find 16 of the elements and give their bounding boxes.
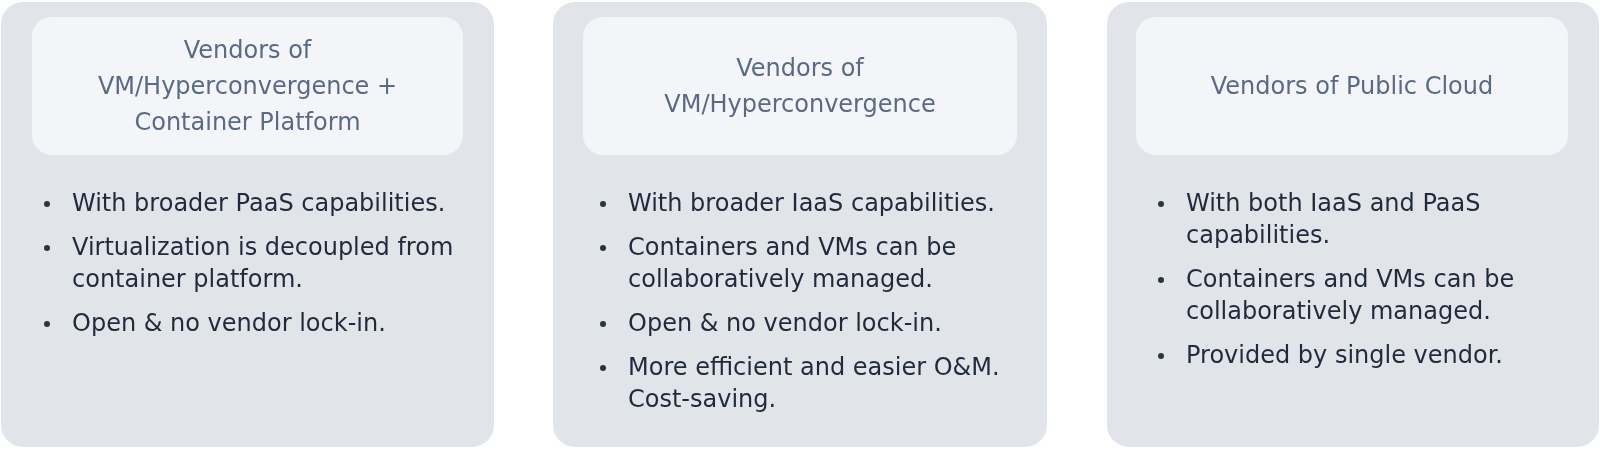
- card-heading: Vendors of VM/Hyperconvergence: [663, 53, 937, 120]
- card-heading: Vendors of Public Cloud: [1210, 71, 1494, 102]
- bullet-text: With broader IaaS capabilities.: [628, 188, 996, 219]
- bullet-text: With broader PaaS capabilities.: [72, 188, 447, 219]
- card-heading: Vendors of VM/Hyperconvergence + Container Platform: [96, 35, 399, 138]
- bullet-text: Provided by single vendor.: [1186, 340, 1504, 371]
- bullet-text: Containers and VMs can be collaboratively managed.: [1186, 264, 1516, 327]
- card-panel: [553, 2, 1047, 447]
- bullet-text: Open & no vendor lock-in.: [72, 308, 387, 339]
- bullet-text: More efficient and easier O&M. Cost-saving.: [628, 352, 1001, 415]
- bullet-text: Containers and VMs can be collaboratively managed.: [628, 232, 958, 295]
- card-panel: [1, 2, 494, 447]
- card-panel: [1107, 2, 1599, 447]
- bullet-text: With both IaaS and PaaS capabilities.: [1186, 188, 1482, 251]
- bullet-text: Open & no vendor lock-in.: [628, 308, 943, 339]
- bullet-text: Virtualization is decoupled from container platform.: [72, 232, 455, 295]
